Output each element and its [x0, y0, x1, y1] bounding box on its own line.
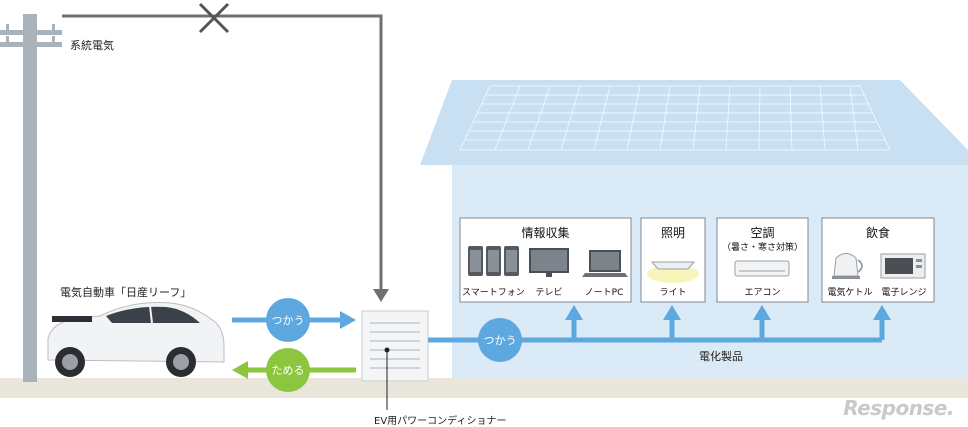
branch-arrow-info	[565, 305, 583, 320]
panel-air-title: 空調	[750, 226, 775, 240]
item-laptop-label: ノートPC	[584, 288, 624, 298]
item-smartphone-label: スマートフォン	[462, 288, 525, 298]
smartphone-icon	[468, 246, 519, 276]
utility-pole	[0, 14, 62, 382]
watermark-logo: Response.	[843, 396, 954, 420]
store-flow-arrowhead	[232, 361, 248, 379]
use-badge-pcs: つかう	[266, 298, 310, 342]
use-badge-house: つかう	[478, 318, 522, 362]
power-conditioner-unit	[361, 310, 429, 382]
panel-info-title: 情報収集	[521, 226, 570, 240]
cut-off-x-icon	[198, 2, 230, 34]
electric-kettle-icon	[832, 253, 863, 279]
microwave-icon	[880, 253, 926, 279]
branch-arrow-air	[753, 305, 771, 320]
item-microwave-label: 電子レンジ	[881, 288, 927, 298]
store-badge: ためる	[266, 348, 310, 392]
ground	[0, 378, 968, 398]
use-flow-arrowhead	[340, 311, 356, 329]
item-kettle-label: 電気ケトル	[827, 288, 873, 298]
ceiling-light-icon	[647, 261, 699, 283]
appliances-label: 電化製品	[699, 350, 743, 363]
solar-panel-grid	[459, 85, 891, 151]
car-label: 電気自動車「日産リーフ」	[60, 286, 192, 299]
laptop-icon	[582, 250, 628, 277]
item-tv-label: テレビ	[535, 288, 563, 298]
house-roof	[420, 80, 968, 165]
television-icon	[529, 248, 569, 277]
branch-arrow-food	[873, 305, 891, 320]
panel-food-title: 飲食	[865, 226, 890, 240]
electric-car-image	[47, 302, 225, 377]
pcs-label: EV用パワーコンディショナー	[374, 416, 507, 427]
panel-air	[716, 217, 809, 303]
item-light-label: ライト	[659, 288, 687, 298]
grid-power-line	[62, 14, 383, 296]
grid-line-arrowhead	[373, 289, 389, 302]
panel-air-subtitle: （暑さ・寒さ対策）	[721, 243, 803, 253]
grid-power-label: 系統電気	[70, 39, 114, 52]
panel-light	[640, 217, 706, 303]
air-conditioner-icon	[734, 260, 790, 277]
item-aircon-label: エアコン	[744, 288, 781, 298]
branch-arrow-light	[663, 305, 681, 320]
panel-light-title: 照明	[660, 226, 685, 240]
